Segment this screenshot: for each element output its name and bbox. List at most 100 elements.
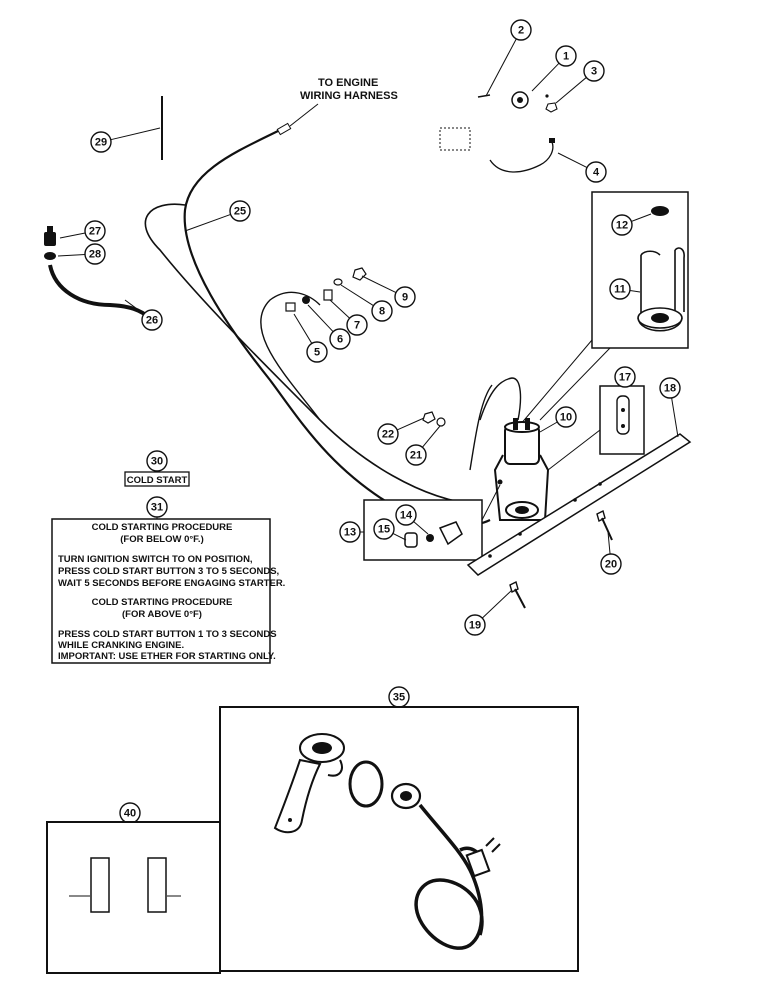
callout-1: 1 [531,45,577,92]
heater-cord [390,782,501,950]
callout-leader [329,299,351,319]
decal-body-2-line-2: WHILE CRANKING ENGINE. [58,640,184,651]
callout-leader [631,213,652,222]
callout-number: 5 [314,347,320,359]
callout-circle [405,444,427,466]
callout-leader [392,533,407,541]
decal-body-2-line-3: IMPORTANT: USE ETHER FOR STARTING ONLY. [58,651,276,662]
callout-leader [629,289,641,293]
callout-number: 15 [378,524,390,536]
inset-bracket-box [591,191,689,349]
callout-circle [306,341,328,363]
harness-label-leader [289,103,319,127]
callout-13: 13 [339,521,364,543]
callout-number: 1 [563,51,569,63]
callout-leader [671,397,679,438]
callout-leader [607,531,611,555]
callout-number: 27 [89,226,101,238]
callout-number: 8 [379,306,385,318]
callout-leader [539,421,558,433]
callout-17: 17 [614,366,636,388]
callout-leader [124,299,145,315]
callout-10: 10 [539,406,577,433]
decal-body-1-line-1: TURN IGNITION SWITCH TO ON POSITION, [58,554,253,565]
callout-circle [600,553,622,575]
heater-element [273,733,345,834]
callout-number: 13 [344,527,356,539]
callout-circle [609,278,631,300]
mounting-bar [466,433,692,576]
callout-7: 7 [329,299,368,336]
callout-number: 21 [410,450,422,462]
heater-kit-box [219,706,579,972]
callout-20: 20 [600,531,622,575]
decal-sub-2: (FOR ABOVE 0°F) [122,609,202,620]
callout-14: 14 [395,504,429,535]
callout-6: 6 [307,304,351,350]
callout-12: 12 [611,213,652,236]
callout-circle [585,161,607,183]
callout-number: 11 [614,284,626,296]
callout-circle [141,309,163,331]
callout-number: 22 [382,429,394,441]
bolts [509,509,613,609]
callout-circle [373,518,395,540]
callout-leader [307,304,334,333]
callout-18: 18 [659,377,681,438]
callout-number: 35 [393,692,405,704]
callout-number: 6 [337,334,343,346]
callout-circle [614,366,636,388]
harness-label-line1: TO ENGINE [318,77,378,89]
callout-15: 15 [373,518,407,541]
callout-leader [557,152,588,168]
callout-2: 2 [485,19,532,97]
callout-circle [371,300,393,322]
callout-leader [57,254,86,257]
switch-parts [439,91,558,173]
callout-number: 19 [469,620,481,632]
callout-number: 10 [560,412,572,424]
callout-circle [346,314,368,336]
decal-sub-1: (FOR BELOW 0°F.) [120,534,204,545]
callout-leader [481,589,513,619]
callout-21: 21 [405,425,441,466]
primer-valve [493,418,550,521]
callout-number: 18 [664,383,676,395]
callout-circle [329,328,351,350]
sleeve-box [46,821,221,974]
callout-30: 30 [146,450,168,472]
callout-circle [146,450,168,472]
callout-number: 14 [400,510,413,522]
callout-27: 27 [59,220,106,242]
callout-29: 29 [90,127,161,153]
callout-number: 3 [591,66,597,78]
callout-circle [659,377,681,399]
callout-circle [339,521,361,543]
callout-circle [90,131,112,153]
decal-body-1-line-3: WAIT 5 SECONDS BEFORE ENGAGING STARTER. [58,578,285,589]
callout-number: 4 [593,167,600,179]
callout-number: 30 [151,456,163,468]
callout-5: 5 [293,313,328,363]
callout-40: 40 [119,802,141,824]
callout-circle [464,614,486,636]
callout-25: 25 [184,200,251,232]
callout-number: 25 [234,206,246,218]
cold-start-decal: COLD START [124,471,190,487]
callout-number: 20 [605,559,617,571]
callout-number: 26 [146,315,158,327]
decal-body-1-line-2: PRESS COLD START BUTTON 3 TO 5 SECONDS, [58,566,279,577]
callout-circle [394,286,416,308]
callout-circle [84,243,106,265]
callout-leader [293,313,313,344]
callout-8: 8 [340,284,393,322]
callout-circle [555,406,577,428]
callout-35: 35 [388,686,410,708]
callout-leader [340,284,374,307]
callout-circle [583,60,605,82]
nuts-21-22 [422,411,446,427]
callout-circle [555,45,577,67]
sleeve-left [90,857,110,913]
callout-22: 22 [377,417,425,445]
